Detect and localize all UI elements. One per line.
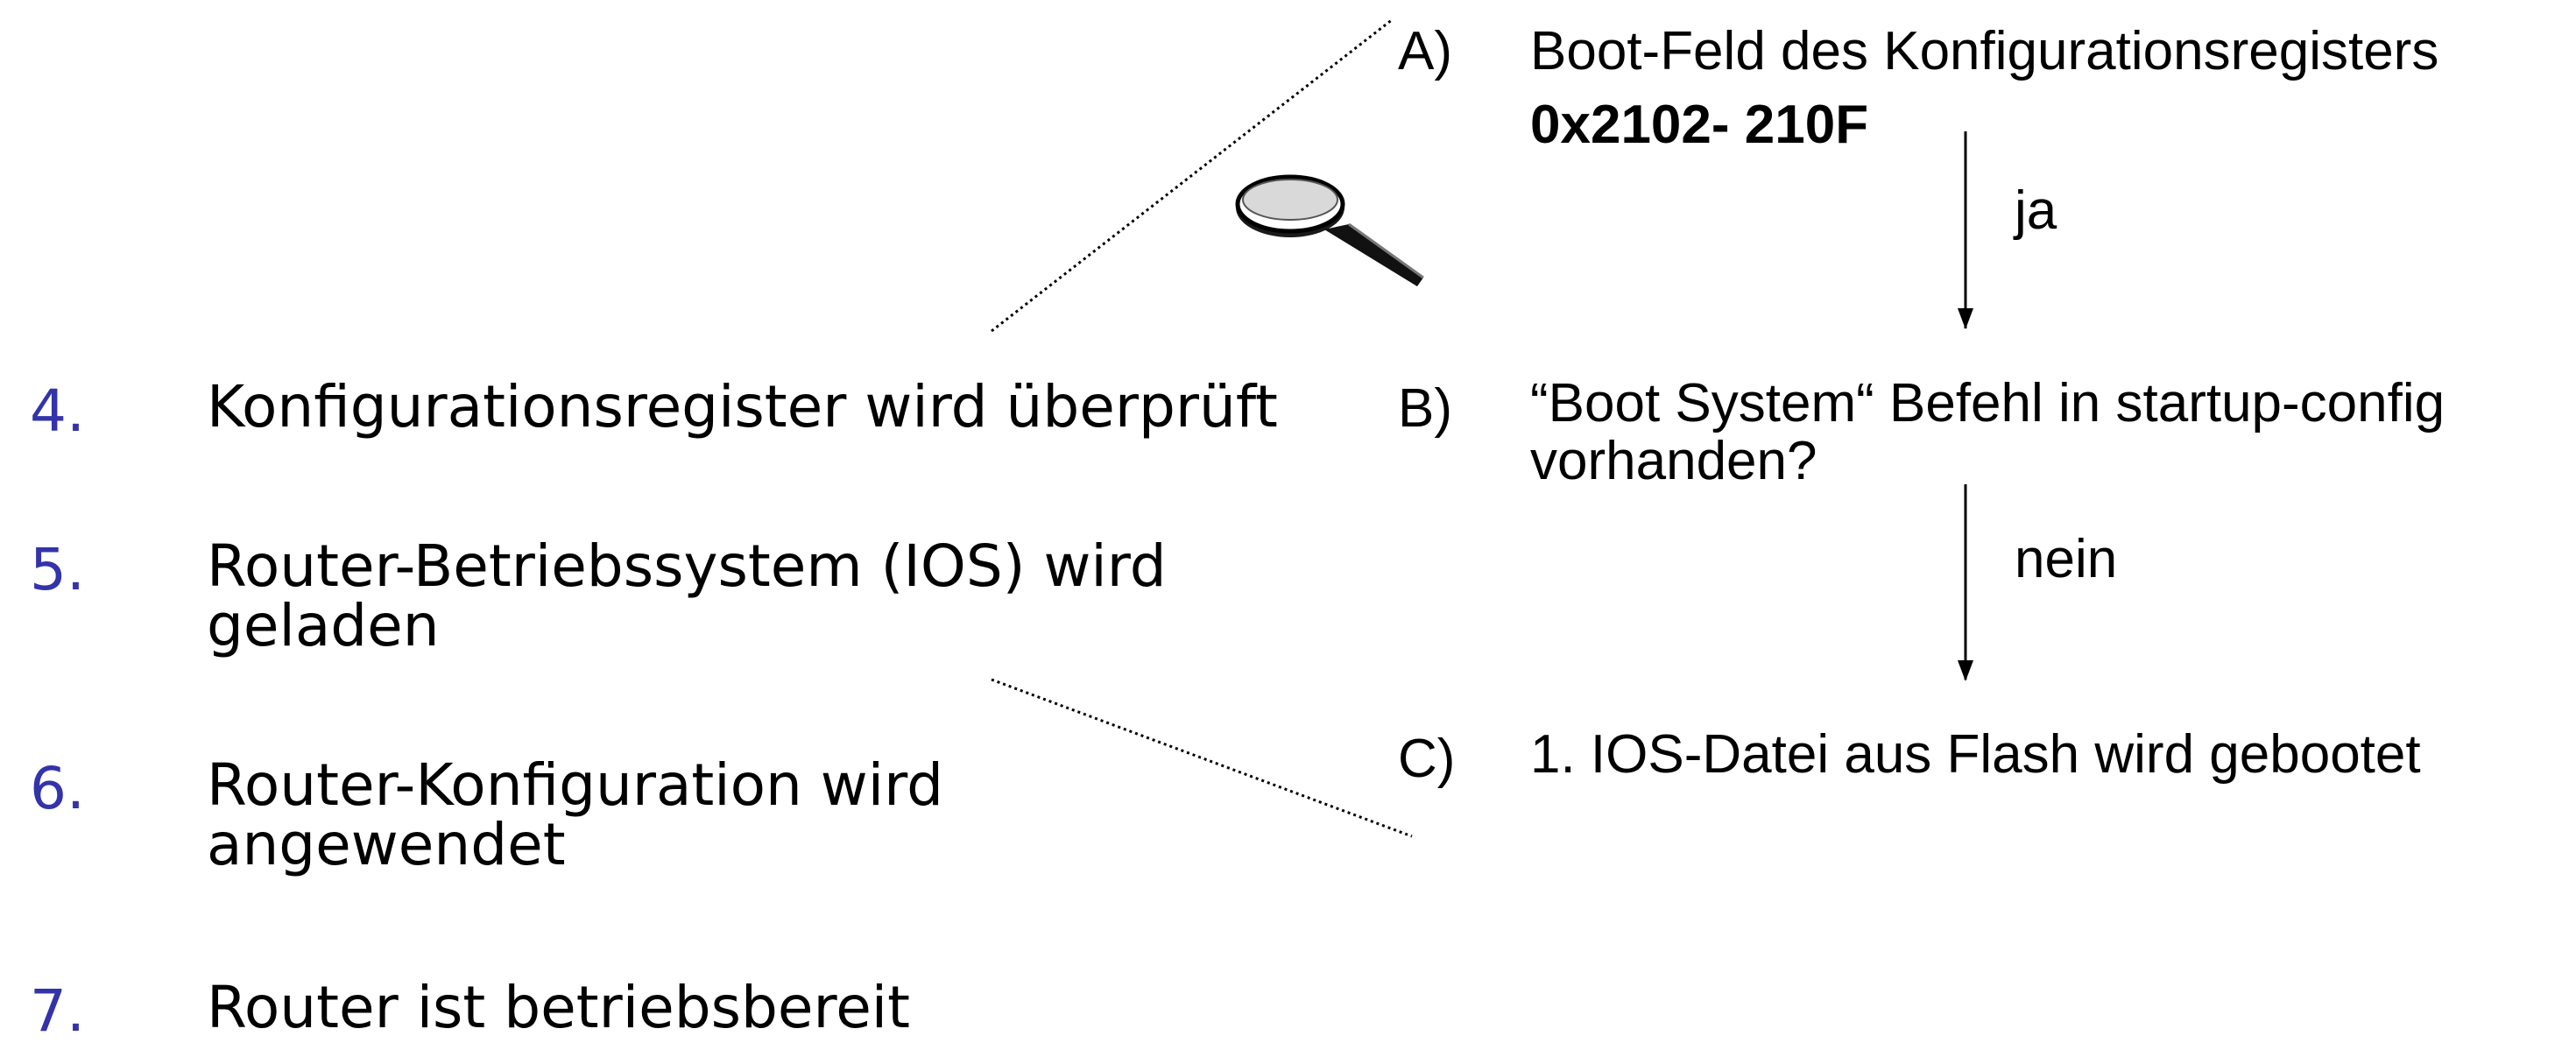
- option-c-label: C): [1398, 729, 1456, 789]
- option-a-text: Boot-Feld des Konfigurationsregisters: [1530, 21, 2439, 81]
- step-5-text: Router-Betriebssystem (IOS) wird geladen: [207, 532, 1167, 659]
- option-a-label: A): [1398, 21, 1452, 81]
- step-4-number: 4.: [30, 377, 85, 445]
- step-4-text: Konfigurationsregister wird überprüft: [207, 373, 1278, 440]
- edge-label-nein: nein: [2015, 529, 2118, 589]
- option-b-label: B): [1398, 378, 1452, 439]
- option-a-register-range: 0x2102- 210F: [1530, 95, 1869, 155]
- magnifying-glass-icon: [1235, 174, 1424, 286]
- zoom-line-top: [991, 18, 1394, 333]
- zoom-line-bottom: [991, 678, 1413, 838]
- option-c-text: 1. IOS-Datei aus Flash wird gebootet: [1530, 724, 2421, 785]
- step-6-text: Router-Konfiguration wird angewendet: [207, 751, 943, 878]
- step-7-text: Router ist betriebsbereit: [207, 974, 911, 1041]
- option-b-text: “Boot System“ Befehl in startup-config v…: [1530, 373, 2445, 491]
- step-7-number: 7.: [30, 977, 85, 1045]
- arrow-a-to-b-head: [1958, 308, 1973, 329]
- edge-label-ja: ja: [2015, 180, 2057, 241]
- step-6-number: 6.: [30, 755, 85, 822]
- step-5-number: 5.: [30, 536, 85, 603]
- arrow-b-to-c-head: [1958, 660, 1973, 681]
